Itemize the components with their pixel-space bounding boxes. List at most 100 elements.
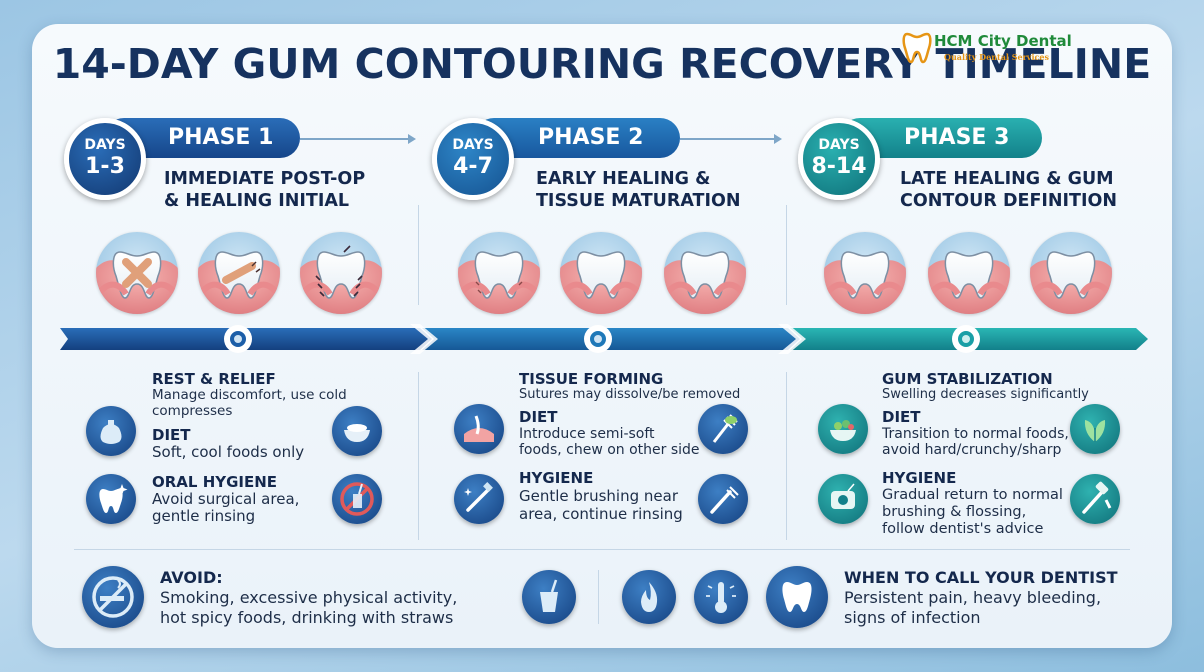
tooth-healing-illustration <box>664 232 746 314</box>
avoid-title: AVOID: <box>160 568 223 587</box>
divider <box>418 205 419 305</box>
phase-3-days: 8-14 <box>811 154 867 179</box>
text-line: gentle rinsing <box>152 507 256 525</box>
phase-1-subtitle-line2: & HEALING INITIAL <box>164 191 350 211</box>
phase-1-label: PHASE 1 <box>168 125 274 150</box>
text-line: follow dentist's advice <box>882 521 1044 537</box>
tooth-sparkle-icon <box>86 474 136 524</box>
tooth-sutured-illustration <box>300 232 382 314</box>
phase-2-days-badge: DAYS 4-7 <box>432 118 514 200</box>
phase-2-arrow-tip <box>774 134 782 144</box>
thermometer-icon <box>694 570 748 624</box>
tooth-alert-icon <box>766 566 828 628</box>
phase-1-subtitle: IMMEDIATE POST-OP & HEALING INITIAL <box>164 168 365 212</box>
text-line: brushing & flossing, <box>882 504 1027 520</box>
toothbrush-paste-icon <box>1070 474 1120 524</box>
phase-2-days: 4-7 <box>453 154 493 179</box>
text-line: Transition to normal foods, <box>882 426 1069 442</box>
phase-2-hygiene-text: Gentle brushing near area, continue rins… <box>519 487 683 523</box>
text-line: foods, chew on other side <box>519 442 700 458</box>
phase-3-hygiene-title: HYGIENE <box>882 469 957 487</box>
divider <box>786 205 787 305</box>
tooth-healing-illustration <box>458 232 540 314</box>
phase-2-label: PHASE 2 <box>538 125 644 150</box>
text-line: compresses <box>152 403 233 419</box>
text-line: Avoid surgical area, <box>152 490 300 508</box>
ice-pack-icon <box>86 406 136 456</box>
phase-1-hygiene-title: ORAL HYGIENE <box>152 473 278 491</box>
tooth-healthy-illustration <box>928 232 1010 314</box>
phase-1-days-badge: DAYS 1-3 <box>64 118 146 200</box>
tooth-healing-illustration <box>560 232 642 314</box>
divider <box>418 372 419 540</box>
flame-icon <box>622 570 676 624</box>
text-line: signs of infection <box>844 608 981 627</box>
text-line: hot spicy foods, drinking with straws <box>160 608 454 627</box>
phase-2-tissue-title: TISSUE FORMING <box>519 370 664 388</box>
phase-2-arrow <box>680 138 774 140</box>
text-line: Persistent pain, heavy bleeding, <box>844 588 1102 607</box>
text-line: Smoking, excessive physical activity, <box>160 588 458 607</box>
tooth-healthy-illustration <box>1030 232 1112 314</box>
phase-3-subtitle: LATE HEALING & GUM CONTOUR DEFINITION <box>900 168 1117 212</box>
phase-1-subtitle-line1: IMMEDIATE POST-OP <box>164 169 366 189</box>
phase-3-days-label: DAYS <box>818 137 860 153</box>
bowl-icon <box>332 406 382 456</box>
phase-3-subtitle-line1: LATE HEALING & GUM <box>900 169 1114 189</box>
text-line: Manage discomfort, use cold <box>152 387 347 403</box>
text-line: Gradual return to normal <box>882 487 1063 503</box>
leaf-icon <box>1070 404 1120 454</box>
phase-2-tissue-text: Sutures may dissolve/be removed <box>519 387 740 403</box>
tooth-healthy-illustration <box>824 232 906 314</box>
phase-3-diet-text: Transition to normal foods, avoid hard/c… <box>882 426 1069 458</box>
page-title: 14-DAY GUM CONTOURING RECOVERY TIMELINE <box>52 40 1152 88</box>
avoid-text: Smoking, excessive physical activity, ho… <box>160 588 457 628</box>
phase-2-hygiene-title: HYGIENE <box>519 469 594 487</box>
no-straw-icon <box>332 474 382 524</box>
tooth-bandaged-illustration <box>96 232 178 314</box>
phase-2-subtitle-line2: TISSUE MATURATION <box>536 191 741 211</box>
tooth-logo-icon <box>902 32 932 64</box>
phase-2-diet-text: Introduce semi-soft foods, chew on other… <box>519 426 700 458</box>
tooth-bandaged-illustration <box>198 232 280 314</box>
phase-2-subtitle-line1: EARLY HEALING & <box>536 169 711 189</box>
text-line: Soft, cool foods only <box>152 443 305 461</box>
text-line: Introduce semi-soft <box>519 426 655 442</box>
phase-2-days-label: DAYS <box>452 137 494 153</box>
phase-1-diet-text: Soft, cool foods only <box>152 444 304 460</box>
text-line: Sutures may dissolve/be removed <box>519 387 741 402</box>
phase-1-rest-title: REST & RELIEF <box>152 370 276 388</box>
logo: HCM City Dental Quality Dental Services <box>902 30 1082 70</box>
floss-icon <box>818 474 868 524</box>
phase-3-days-badge: DAYS 8-14 <box>798 118 880 200</box>
cup-straw-icon <box>522 570 576 624</box>
phase-3-stabilization-title: GUM STABILIZATION <box>882 370 1053 388</box>
logo-tagline: Quality Dental Services <box>944 52 1049 62</box>
phase-1-rest-text: Manage discomfort, use cold compresses <box>152 387 347 419</box>
phase-1-diet-title: DIET <box>152 426 191 444</box>
no-smoking-icon <box>82 566 144 628</box>
toothbrush-sparkle-icon <box>454 474 504 524</box>
fork-icon <box>698 404 748 454</box>
text-line: area, continue rinsing <box>519 505 683 523</box>
text-line: Swelling decreases significantly <box>882 387 1089 402</box>
toothbrush-icon <box>698 474 748 524</box>
divider <box>598 570 599 624</box>
phase-3-diet-title: DIET <box>882 408 921 426</box>
phase-3-hygiene-text: Gradual return to normal brushing & flos… <box>882 487 1063 538</box>
phase-1-hygiene-text: Avoid surgical area, gentle rinsing <box>152 491 299 525</box>
phase-3-label: PHASE 3 <box>904 125 1010 150</box>
gum-tissue-icon <box>454 404 504 454</box>
text-line: Gentle brushing near <box>519 487 678 505</box>
phase-2-subtitle: EARLY HEALING & TISSUE MATURATION <box>536 168 741 212</box>
phase-1-days: 1-3 <box>85 154 125 179</box>
text-line: avoid hard/crunchy/sharp <box>882 442 1062 458</box>
phase-1-days-label: DAYS <box>84 137 126 153</box>
timeline-bar <box>60 324 1148 354</box>
call-dentist-title: WHEN TO CALL YOUR DENTIST <box>844 568 1118 587</box>
logo-name: HCM City Dental <box>934 32 1072 50</box>
divider <box>786 372 787 540</box>
salad-bowl-icon <box>818 404 868 454</box>
bottom-divider <box>74 549 1130 550</box>
call-dentist-text: Persistent pain, heavy bleeding, signs o… <box>844 588 1101 628</box>
